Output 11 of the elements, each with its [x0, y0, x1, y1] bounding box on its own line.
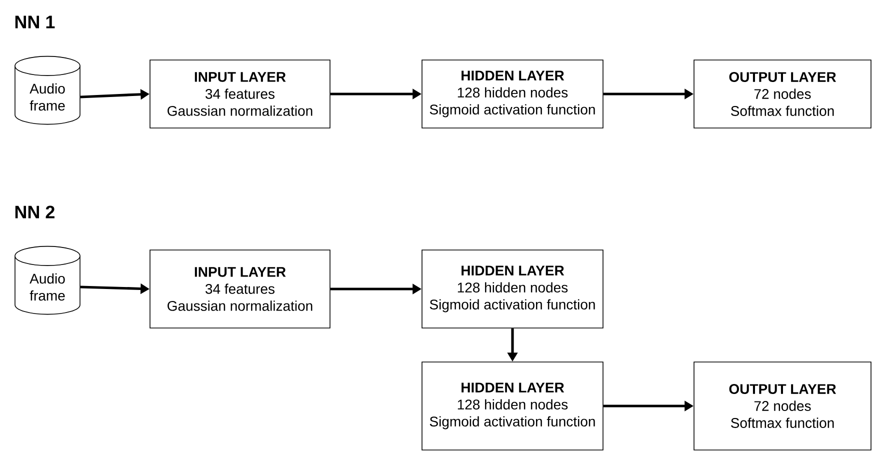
layer-box: INPUT LAYER 34 features Gaussian normalization — [150, 250, 330, 328]
layer-box: OUTPUT LAYER 72 nodes Softmax function — [694, 362, 872, 450]
layer-box: OUTPUT LAYER 72 nodes Softmax function — [694, 60, 872, 128]
layer-box: HIDDEN LAYER 128 hidden nodes Sigmoid activation function — [422, 362, 604, 450]
section-heading: NN 1 — [15, 16, 55, 28]
audio-cylinder: Audio frame — [14, 246, 80, 315]
audio-cylinder: Audio frame — [14, 56, 80, 125]
layer-box: INPUT LAYER 34 features Gaussian normalization — [150, 60, 330, 128]
layer-box: HIDDEN LAYER 128 hidden nodes Sigmoid activation function — [422, 250, 604, 328]
layer-box: HIDDEN LAYER 128 hidden nodes Sigmoid activation function — [422, 60, 604, 128]
section-heading: NN 2 — [15, 206, 54, 218]
